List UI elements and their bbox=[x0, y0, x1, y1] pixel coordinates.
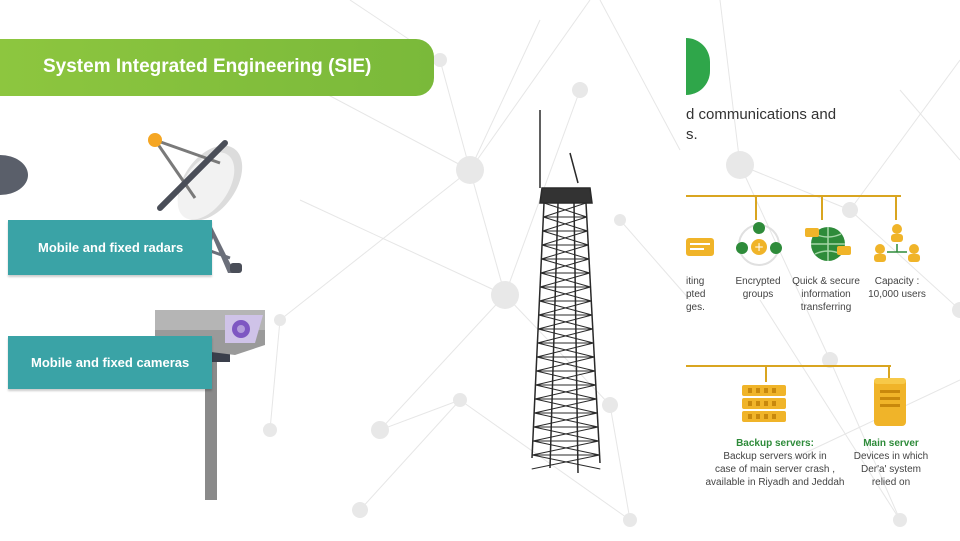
backup-line-2: case of main server crash , bbox=[714, 464, 836, 475]
encrypted-groups-icon: + bbox=[736, 222, 782, 266]
users-capacity-icon bbox=[874, 224, 920, 262]
feature-3-line3: transferring bbox=[800, 302, 852, 313]
heading-line-1: d communications and bbox=[686, 106, 837, 123]
feature-4: Capacity : 10,000 users bbox=[864, 275, 930, 301]
server-connector bbox=[686, 365, 891, 382]
feature-4-line1: Capacity : bbox=[874, 276, 920, 287]
backup-servers-text: Backup servers: Backup servers work in c… bbox=[700, 437, 850, 489]
tower-icon bbox=[531, 110, 601, 474]
feature-1-line3: ges. bbox=[686, 302, 705, 313]
feature-3-line1: Quick & secure bbox=[792, 276, 860, 287]
feature-3: Quick & secure information transferring bbox=[788, 275, 864, 314]
radar-dish-partial-icon bbox=[0, 155, 28, 195]
main-line-3: relied on bbox=[871, 477, 911, 488]
globe-transfer-icon bbox=[805, 227, 851, 261]
feature-1: iting pted ges. bbox=[686, 275, 712, 314]
feature-1-line2: pted bbox=[686, 289, 706, 300]
slide-title: System Integrated Engineering (SIE) bbox=[43, 56, 372, 77]
backup-line-1: Backup servers work in bbox=[723, 451, 827, 462]
feature-2-line1: Encrypted bbox=[735, 276, 781, 287]
main-server-title: Main server bbox=[863, 438, 919, 449]
backup-servers-title: Backup servers: bbox=[736, 438, 814, 449]
feature-connector bbox=[686, 195, 901, 220]
backup-line-3: available in Riyadh and Jeddah bbox=[705, 477, 845, 488]
feature-4-line2: 10,000 users bbox=[868, 289, 926, 300]
backup-servers-icon bbox=[742, 385, 786, 422]
feature-2-line2: groups bbox=[742, 289, 774, 300]
camera-label: Mobile and fixed cameras bbox=[8, 336, 212, 389]
chat-icon bbox=[686, 238, 714, 256]
main-server-icon bbox=[874, 378, 906, 426]
main-line-2: Der'a' system bbox=[861, 464, 921, 475]
feature-2: Encrypted groups bbox=[728, 275, 788, 301]
heading-line-2: s. bbox=[686, 126, 698, 143]
feature-1-line1: iting bbox=[686, 276, 705, 287]
camera-icon bbox=[155, 310, 265, 500]
main-line-1: Devices in which bbox=[853, 451, 929, 462]
radar-label: Mobile and fixed radars bbox=[8, 220, 212, 275]
svg-text:+: + bbox=[754, 240, 764, 254]
main-server-text: Main server Devices in which Der'a' syst… bbox=[845, 437, 937, 489]
title-banner bbox=[0, 39, 434, 96]
feature-3-line2: information bbox=[801, 289, 851, 300]
